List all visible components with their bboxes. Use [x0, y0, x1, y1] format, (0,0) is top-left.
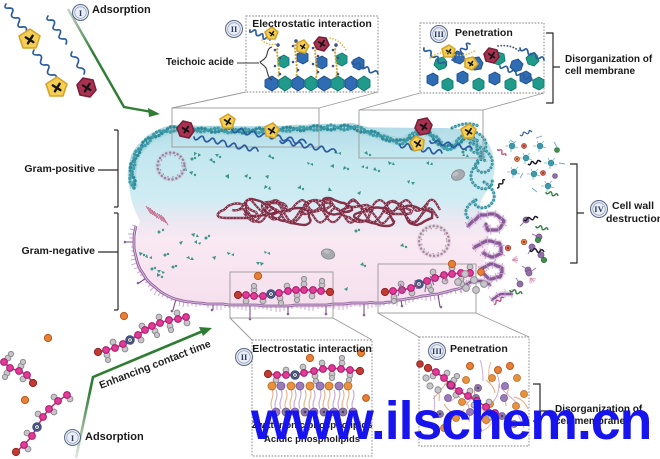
penetration-bottom-title: Penetration [450, 343, 508, 355]
acidic-label: Acidic phospholipids [263, 433, 361, 445]
cationic-polymer-unit [264, 26, 279, 40]
cell-wall-fray-top [450, 121, 497, 222]
teichoic-acid-label: Teichoic acide [165, 57, 234, 68]
arrow-enhancing-contact [74, 327, 212, 459]
cationic-polymer-unit-red [76, 77, 97, 98]
box-penetration-bottom-content [416, 359, 529, 437]
gram-negative-label: Gram-negative [21, 245, 95, 257]
polymer-c [0, 350, 38, 388]
disorganization-top-line2: cell membrane [565, 65, 636, 77]
zoom-regions [171, 91, 545, 341]
plasmid [416, 223, 452, 259]
membrane-chain-1 [233, 271, 366, 358]
step-ii-bottom-circle: II [235, 348, 253, 366]
box-pen-chain-head [423, 363, 456, 390]
inclusion-body [451, 169, 465, 181]
adsorbed-polymers-bottom [233, 259, 488, 358]
plasmid [155, 150, 187, 182]
box-penetration-top-content [422, 42, 545, 92]
cationic-polymer-unit [409, 135, 425, 152]
arrow-adsorption-top [66, 8, 160, 117]
step-iii-top-circle: III [430, 25, 448, 43]
cell-wall-line1: Cell wall [611, 199, 654, 212]
adsorption-bottom-label: Adsorption [85, 430, 144, 443]
disorganization-bottom-line2: cell membrane [555, 415, 626, 427]
annotation-lines [98, 32, 584, 422]
cationic-polymer-unit [460, 123, 477, 139]
electrostatic-bottom-title: Electrostatic interaction [252, 342, 372, 355]
penetration-top-title: Penetration [455, 26, 513, 39]
step-i-top-circle: I [72, 4, 89, 21]
free-polymers-top-left [4, 3, 97, 98]
nucleoid-dna [216, 196, 441, 228]
cell-wall-line2: destruction [606, 212, 660, 225]
zwitterionic-label: Zwitterionic phospholipids [251, 420, 373, 431]
fragments-top-right [496, 129, 566, 197]
step-i-bottom-circle: I [64, 429, 81, 446]
cationic-polymer-unit [464, 56, 479, 71]
step-ii-top-circle: II [225, 20, 243, 38]
step-iv-circle: IV [590, 200, 608, 218]
cationic-polymer-unit [18, 28, 41, 49]
box-pen-chain-tail [447, 372, 499, 421]
box-electrostatic-top-content [237, 26, 379, 92]
electrostatic-top-title: Electrostatic interaction [252, 18, 372, 30]
free-polymers-bottom-left [0, 309, 191, 457]
polymer-b [43, 309, 191, 364]
adsorption-top-label: Adsorption [92, 3, 151, 16]
cationic-polymer-unit [219, 113, 236, 129]
cationic-polymer-unit-red [313, 36, 330, 52]
watermark-text: www.ilschem.cn [251, 392, 652, 451]
gram-negative-membrane [123, 205, 463, 321]
adsorbed-polymers-membrane [176, 113, 477, 155]
cationic-polymer-unit [45, 76, 68, 97]
disorganization-top-line1: Disorganization of [565, 54, 653, 65]
gram-positive-membrane [127, 122, 488, 190]
inclusion-body [320, 248, 336, 260]
step-iii-bottom-circle: III [428, 342, 446, 360]
cationic-polymer-unit [264, 122, 280, 139]
box-electrostatic-bottom-content [263, 353, 370, 417]
cationic-polymer-unit-red [483, 47, 500, 64]
bacterium-body [129, 126, 495, 308]
membrane-chain-2 [380, 259, 474, 305]
cationic-polymer-unit-red [414, 117, 433, 136]
box-chain [263, 353, 365, 385]
disorganization-bottom-line1: Disorganization of [555, 404, 643, 415]
cationic-polymer-unit-red [176, 120, 195, 139]
gram-positive-label: Gram-positive [24, 163, 95, 175]
cationic-polymer-unit [296, 39, 310, 54]
polymer-a [11, 391, 74, 457]
